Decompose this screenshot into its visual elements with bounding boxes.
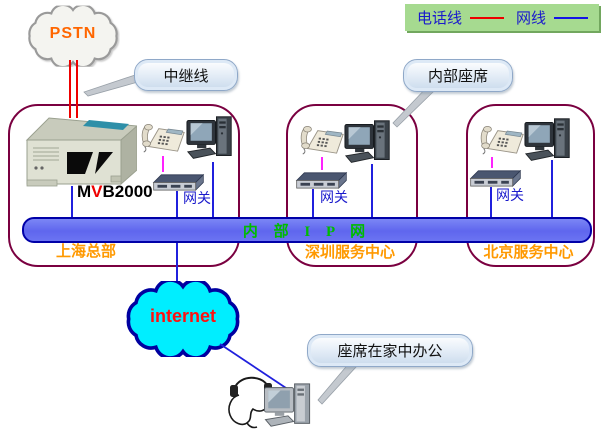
phone-line-beijing — [491, 157, 493, 168]
site-label-beijing: 北京服务中心 — [483, 245, 574, 261]
home-agent-callout-text: 座席在家中办公 — [337, 344, 443, 360]
backbone-bar: 内 部 I P 网 — [22, 217, 592, 243]
phone-line-shanghai — [162, 156, 164, 172]
group-shanghai — [8, 104, 240, 267]
server-label-rest: B2000 — [102, 182, 153, 201]
computer-icon-shenzhen — [344, 118, 392, 166]
gateway-label-beijing: 网关 — [496, 189, 524, 204]
phone-line-sample-icon — [470, 16, 505, 19]
phone-icon-beijing — [479, 122, 526, 158]
legend-phone-line-label: 电话线 — [417, 11, 463, 27]
net-line-gateway-beijing — [490, 187, 492, 217]
trunk-callout: 中继线 — [134, 59, 238, 91]
pstn-label: PSTN — [49, 25, 97, 42]
group-beijing — [466, 104, 595, 267]
phone-icon-shenzhen — [299, 122, 346, 158]
net-line-backbone-internet — [176, 239, 178, 284]
computer-icon-beijing — [524, 116, 572, 164]
server-label-v: V — [91, 182, 103, 201]
net-line-gateway-shenzhen — [312, 189, 314, 217]
mvb2000-server-icon — [24, 110, 138, 190]
internal-agent-callout: 内部座席 — [403, 59, 513, 92]
backbone-label: 内 部 I P 网 — [242, 223, 372, 240]
phone-icon-shanghai — [140, 120, 187, 156]
site-label-shenzhen: 深圳服务中心 — [304, 245, 395, 261]
net-line-server — [71, 186, 73, 217]
trunk-callout-tail — [83, 73, 139, 97]
internet-label: internet — [149, 306, 216, 326]
group-shenzhen — [286, 104, 418, 267]
phone-line-shenzhen — [321, 157, 323, 170]
net-line-computer-shenzhen — [371, 164, 373, 217]
server-label-m: M — [77, 182, 92, 201]
gateway-label-shenzhen: 网关 — [320, 191, 348, 206]
legend-net-line-label: 网线 — [516, 11, 547, 27]
computer-icon-shanghai — [186, 114, 234, 162]
net-line-internet-home — [219, 343, 293, 393]
net-line-computer-shanghai — [212, 162, 214, 217]
net-line-computer-beijing — [551, 160, 553, 217]
legend: 电话线 网线 — [405, 4, 599, 31]
trunk-callout-text: 中继线 — [163, 68, 209, 85]
trunk-phone-line-2 — [76, 60, 78, 118]
server-label: MVB2000 — [77, 182, 153, 202]
home-computer-icon — [258, 382, 318, 429]
gateway-label-shanghai: 网关 — [183, 192, 211, 207]
home-agent-callout: 座席在家中办公 — [307, 334, 473, 367]
net-line-sample-icon — [554, 16, 589, 19]
internal-agent-callout-text: 内部座席 — [427, 69, 488, 85]
site-label-shanghai: 上海总部 — [56, 244, 117, 260]
net-line-gateway-shanghai — [176, 191, 178, 217]
trunk-phone-line-1 — [69, 60, 71, 118]
